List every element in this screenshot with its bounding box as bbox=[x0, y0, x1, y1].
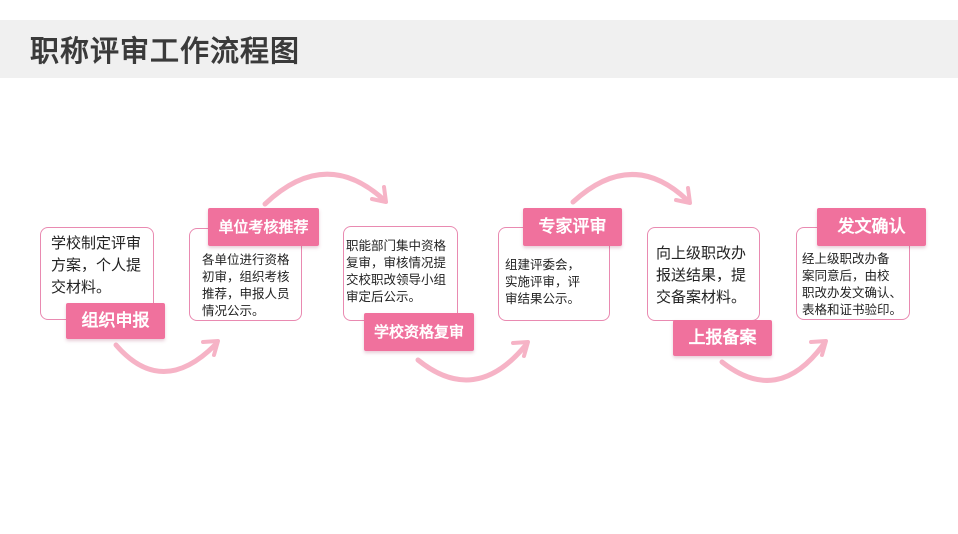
arrowhead-2 bbox=[370, 185, 388, 204]
arrow-1-2 bbox=[113, 342, 218, 374]
step-1-label: 组织申报 bbox=[66, 303, 165, 339]
step-2-label-front: 单位考核推荐 bbox=[208, 208, 319, 246]
step-3-label: 学校资格复审 bbox=[364, 313, 474, 351]
arrow-5-6 bbox=[719, 342, 826, 383]
step-5-label: 上报备案 bbox=[673, 320, 772, 356]
arrow-4-5 bbox=[570, 172, 690, 205]
arrowhead-1 bbox=[201, 339, 220, 357]
page-title: 职称评审工作流程图 bbox=[30, 34, 301, 68]
step-6-label: 发文确认 bbox=[817, 208, 926, 246]
step-1-description: 学校制定评审 方案，个人提 交材料。 bbox=[40, 227, 154, 320]
step-5-description: 向上级职改办 报送结果，提 交备案材料。 bbox=[647, 227, 760, 321]
arrow-2-3 bbox=[262, 171, 386, 207]
step-4-label: 专家评审 bbox=[523, 208, 622, 246]
arrow-3-4 bbox=[415, 343, 528, 383]
arrowhead-4 bbox=[674, 186, 692, 205]
title-bar: 职称评审工作流程图 bbox=[0, 20, 958, 78]
arrowhead-3 bbox=[511, 340, 530, 358]
arrowhead-5 bbox=[809, 339, 828, 357]
step-3-description: 职能部门集中资格 复审，审核情况提 交校职改领导小组 审定后公示。 bbox=[343, 226, 458, 321]
